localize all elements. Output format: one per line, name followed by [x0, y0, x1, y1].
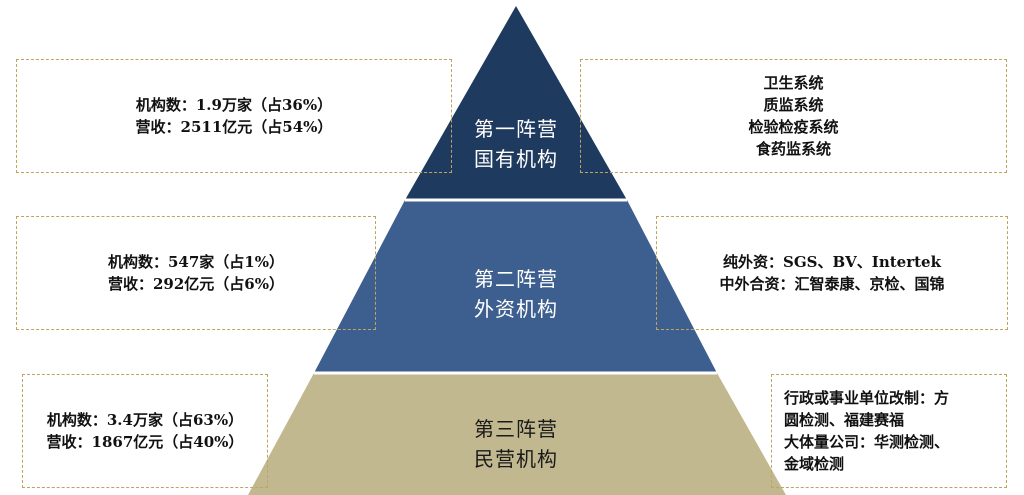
tier-3-label: 第三阵营 民营机构	[436, 414, 596, 474]
tier-2-count: 机构数：547家（占1%）	[107, 253, 284, 271]
tier-3-example-4: 金域检测	[784, 455, 845, 473]
tier-2-label: 第二阵营 外资机构	[436, 264, 596, 324]
tier-1-example-2: 质监系统	[763, 96, 824, 114]
tier-3-example-3: 大体量公司：华测检测、	[784, 433, 950, 451]
tier-3-label-line1: 第三阵营	[474, 417, 558, 441]
tier-2-stats-box: 机构数：547家（占1%） 营收：292亿元（占6%）	[16, 216, 376, 330]
pyramid-tier-1	[405, 6, 627, 200]
tier-1-label-line1: 第一阵营	[474, 117, 558, 141]
tier-1-count: 机构数：1.9万家（占36%）	[135, 96, 333, 114]
tier-3-examples-box: 行政或事业单位改制：方 圆检测、福建赛福 大体量公司：华测检测、 金域检测	[771, 374, 1007, 488]
tier-1-examples-box: 卫生系统 质监系统 检验检疫系统 食药监系统	[580, 59, 1007, 173]
tier-3-example-1: 行政或事业单位改制：方	[784, 389, 950, 407]
tier-2-label-line1: 第二阵营	[474, 267, 558, 291]
tier-1-label-line2: 国有机构	[474, 147, 558, 171]
tier-3-count: 机构数：3.4万家（占63%）	[46, 411, 244, 429]
tier-1-example-4: 食药监系统	[755, 140, 831, 158]
tier-2-revenue: 营收：292亿元（占6%）	[107, 275, 284, 293]
tier-3-revenue: 营收：1867亿元（占40%）	[46, 433, 244, 451]
tier-3-stats-box: 机构数：3.4万家（占63%） 营收：1867亿元（占40%）	[22, 374, 268, 488]
pyramid-tier-3	[248, 373, 786, 495]
tier-2-examples-box: 纯外资：SGS、BV、Intertek 中外合资：汇智泰康、京检、国锦	[656, 216, 1008, 330]
tier-1-example-3: 检验检疫系统	[748, 118, 839, 136]
tier-1-example-1: 卫生系统	[763, 74, 824, 92]
tier-2-example-1: 纯外资：SGS、BV、Intertek	[723, 253, 941, 271]
tier-3-example-2: 圆检测、福建赛福	[784, 411, 905, 429]
tier-2-example-2: 中外合资：汇智泰康、京检、国锦	[719, 275, 945, 293]
tier-3-label-line2: 民营机构	[474, 447, 558, 471]
tier-1-label: 第一阵营 国有机构	[436, 114, 596, 174]
tier-1-stats-box: 机构数：1.9万家（占36%） 营收：2511亿元（占54%）	[16, 59, 452, 173]
tier-1-revenue: 营收：2511亿元（占54%）	[135, 118, 333, 136]
pyramid-tier-2	[314, 200, 717, 373]
tier-2-label-line2: 外资机构	[474, 297, 558, 321]
